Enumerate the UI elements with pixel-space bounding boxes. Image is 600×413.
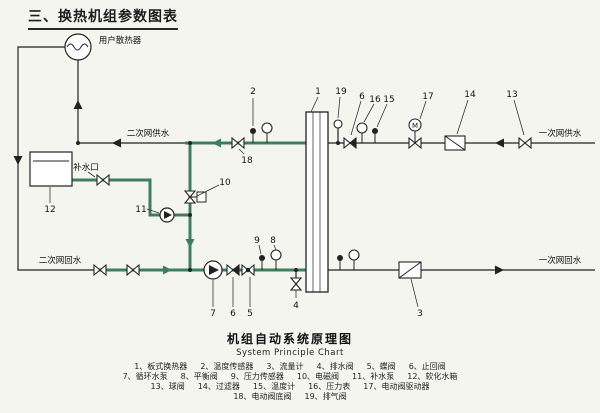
legend-item: 9、压力传感器 bbox=[230, 372, 284, 381]
temperature-sensor-symbol bbox=[336, 254, 344, 271]
callout-13: 13 bbox=[506, 90, 517, 100]
legend-item: 14、过滤器 bbox=[197, 382, 240, 391]
callout-19: 19 bbox=[335, 87, 347, 97]
legend-item: 17、电动阀驱动器 bbox=[363, 382, 430, 391]
legend-item: 19、排气阀 bbox=[304, 392, 347, 401]
legend-item: 15、温度计 bbox=[252, 382, 296, 391]
legend-item: 10、电磁阀 bbox=[296, 372, 340, 381]
callout-2: 2 bbox=[250, 87, 256, 97]
makeup-pump-symbol bbox=[159, 207, 175, 223]
callouts: 1 2 19 6 16 15 17 14 13 18 10 11 12 9 8 … bbox=[44, 87, 517, 319]
motor-letter: M bbox=[412, 122, 418, 130]
callout-1: 1 bbox=[315, 87, 321, 97]
radiator-symbol bbox=[64, 33, 92, 61]
callout-6b: 6 bbox=[230, 309, 236, 319]
flow-arrow bbox=[212, 138, 221, 148]
heat-exchanger-symbol bbox=[305, 111, 329, 293]
junction-dots bbox=[76, 141, 340, 272]
legend-item: 11、补水泵 bbox=[352, 372, 395, 381]
legend-item: 1、板式换热器 bbox=[134, 362, 188, 371]
callout-10: 10 bbox=[219, 178, 231, 188]
legend-item: 13、球阀 bbox=[150, 382, 185, 391]
legend-item: 18、电动阀底阀 bbox=[233, 392, 292, 401]
pressure-gauge-symbol bbox=[261, 122, 273, 144]
callout-4: 4 bbox=[293, 301, 299, 311]
flow-arrow bbox=[495, 138, 504, 148]
page-title: 三、换热机组参数图表 bbox=[28, 6, 178, 30]
legend-row: 7、循环水泵 8、平衡阀 9、压力传感器 10、电磁阀 11、补水泵 12、软化… bbox=[40, 372, 540, 382]
legend-item: 4、排水阀 bbox=[316, 362, 354, 371]
solenoid-valve-symbol bbox=[184, 190, 207, 204]
flow-arrow bbox=[185, 239, 195, 248]
flow-arrow bbox=[163, 265, 172, 275]
temperature-sensor-symbol bbox=[249, 127, 257, 144]
flow-arrow bbox=[73, 100, 83, 109]
legend: 1、板式换热器 2、温度传感器 3、流量计 4、排水阀 5、蝶阀 6、止回阀 7… bbox=[40, 362, 540, 402]
legend-row: 18、电动阀底阀 19、排气阀 bbox=[40, 392, 540, 402]
callout-5: 5 bbox=[247, 309, 253, 319]
label-secondary-return: 二次网回水 bbox=[39, 255, 82, 266]
callout-14: 14 bbox=[464, 90, 476, 100]
pressure-gauge-symbol bbox=[356, 122, 368, 144]
check-valve-symbol bbox=[343, 137, 357, 149]
valve-symbol bbox=[126, 264, 140, 276]
legend-item: 5、蝶阀 bbox=[366, 362, 396, 371]
check-valve-symbol bbox=[226, 264, 240, 276]
callout-15: 15 bbox=[383, 95, 394, 105]
callout-16: 16 bbox=[369, 95, 381, 105]
callout-12: 12 bbox=[44, 205, 55, 215]
filter-symbol bbox=[444, 135, 466, 151]
flow-arrow bbox=[495, 265, 504, 275]
flow-meter-symbol bbox=[398, 261, 422, 279]
flow-arrows bbox=[13, 100, 504, 275]
thermometer-symbol bbox=[371, 127, 379, 144]
footer: 机组自动系统原理图 System Principle Chart 1、板式换热器… bbox=[40, 330, 540, 402]
legend-item: 2、温度传感器 bbox=[200, 362, 254, 371]
ball-valve-symbol bbox=[518, 137, 532, 149]
circulation-pump-symbol bbox=[203, 260, 223, 280]
system-diagram: M 1 2 bbox=[13, 33, 595, 319]
label-primary-return: 一次网回水 bbox=[539, 255, 582, 266]
callout-8: 8 bbox=[270, 236, 276, 246]
label-makeup-port: 补水口 bbox=[73, 162, 99, 173]
flow-arrow bbox=[13, 156, 23, 165]
motor-valve-symbol: M bbox=[408, 118, 422, 149]
callout-9: 9 bbox=[254, 236, 260, 246]
legend-item: 3、流量计 bbox=[266, 362, 304, 371]
diagram-subtitle-cn: 机组自动系统原理图 bbox=[226, 332, 353, 346]
flow-arrow bbox=[112, 138, 121, 148]
pipe-labels: 用户散热器 补水口 二次网供水 二次网回水 一次网供水 一次网回水 bbox=[39, 35, 582, 266]
pipes-green bbox=[72, 141, 306, 272]
label-primary-supply: 一次网供水 bbox=[539, 128, 582, 139]
electric-valve-symbol bbox=[231, 137, 245, 149]
callout-leaders bbox=[49, 96, 525, 308]
pressure-sensor-symbol bbox=[258, 254, 266, 271]
water-tank-symbol bbox=[29, 151, 73, 187]
callout-6: 6 bbox=[359, 92, 365, 102]
legend-item: 6、止回阀 bbox=[408, 362, 446, 371]
legend-item: 7、循环水泵 bbox=[122, 372, 168, 381]
callout-18: 18 bbox=[241, 156, 253, 166]
legend-item: 8、平衡阀 bbox=[180, 372, 218, 381]
balance-valve-symbol bbox=[270, 249, 282, 271]
callout-17: 17 bbox=[422, 92, 433, 102]
callout-11: 11 bbox=[135, 205, 146, 215]
legend-item: 12、软化水箱 bbox=[407, 372, 458, 381]
label-secondary-supply: 二次网供水 bbox=[127, 128, 170, 139]
legend-row: 1、板式换热器 2、温度传感器 3、流量计 4、排水阀 5、蝶阀 6、止回阀 bbox=[40, 362, 540, 372]
diagram-subtitle-en: System Principle Chart bbox=[236, 348, 344, 358]
legend-item: 16、压力表 bbox=[308, 382, 351, 391]
pressure-gauge-symbol bbox=[348, 249, 360, 271]
butterfly-valve-symbol bbox=[241, 264, 255, 276]
legend-row: 13、球阀 14、过滤器 15、温度计 16、压力表 17、电动阀驱动器 bbox=[40, 382, 540, 392]
vent-valve-symbol bbox=[333, 119, 343, 129]
callout-7: 7 bbox=[210, 309, 216, 319]
label-radiator: 用户散热器 bbox=[99, 35, 142, 46]
valve-symbol bbox=[93, 264, 107, 276]
drain-valve-symbol bbox=[290, 277, 302, 291]
makeup-valve-symbol bbox=[96, 174, 110, 186]
callout-3: 3 bbox=[417, 309, 423, 319]
